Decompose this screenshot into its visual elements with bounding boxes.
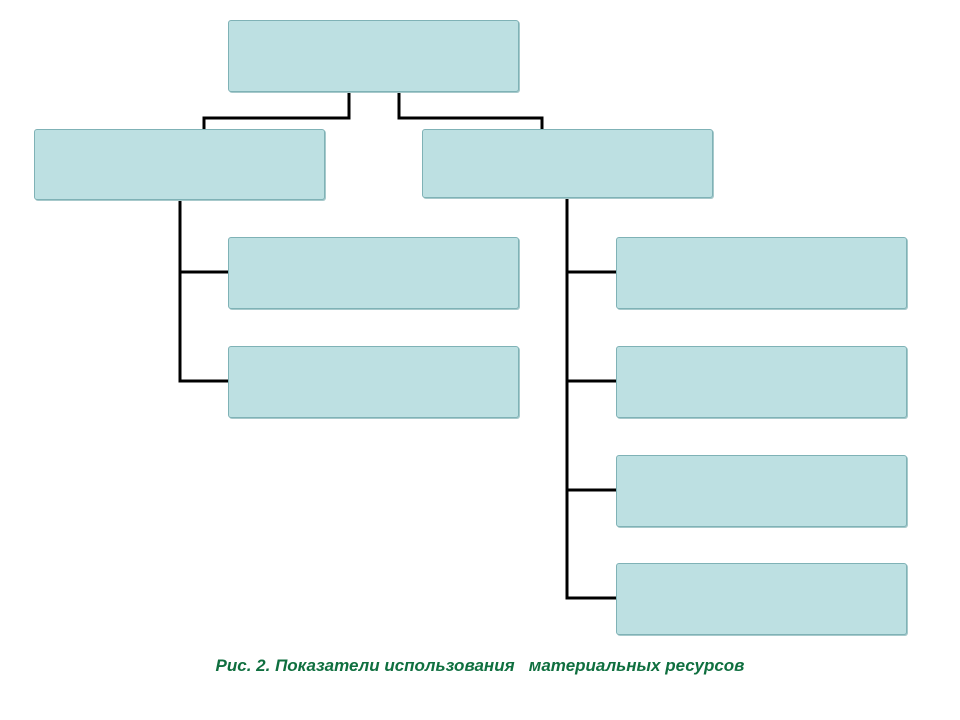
connector-root-right [397, 92, 544, 129]
right-child-node-2 [616, 346, 907, 418]
connector-left-spine [178, 200, 228, 383]
right-child-node-4 [616, 563, 907, 635]
connector-root-left [202, 92, 351, 129]
right-child-node-3 [616, 455, 907, 527]
connector-right-spine [565, 198, 616, 600]
figure-caption: Рис. 2. Показатели использования материа… [215, 656, 745, 675]
branch-node-left [34, 129, 325, 200]
branch-node-right [422, 129, 713, 198]
left-child-node-1 [228, 237, 519, 309]
right-child-node-1 [616, 237, 907, 309]
root-node [228, 20, 519, 92]
left-child-node-2 [228, 346, 519, 418]
